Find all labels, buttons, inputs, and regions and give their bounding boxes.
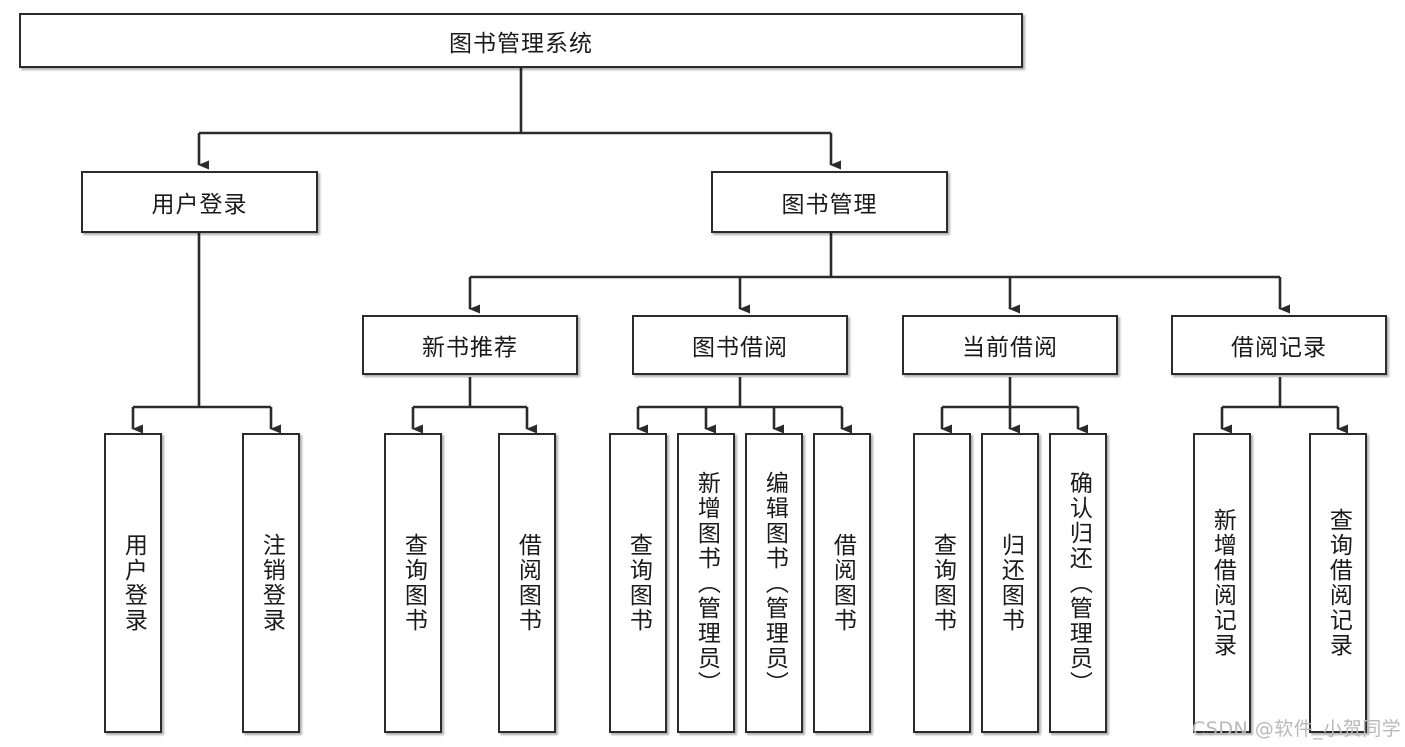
node-user-login-label: 用户登录 [151, 192, 248, 218]
leaf-current-borrow-confirm-return[interactable]: 确认归还（管理员） [1049, 433, 1107, 733]
leaf-current-borrow-return[interactable]: 归还图书 [981, 433, 1039, 733]
leaf-label: 新增借阅记录 [1209, 508, 1236, 658]
node-book-management[interactable]: 图书管理 [711, 171, 948, 233]
leaf-label: 编辑图书（管理员） [761, 470, 788, 696]
leaf-new-book-query[interactable]: 查询图书 [384, 433, 442, 733]
node-root-label: 图书管理系统 [449, 30, 593, 57]
leaf-book-borrow-borrow[interactable]: 借阅图书 [813, 433, 871, 733]
leaf-label: 新增图书（管理员） [693, 470, 720, 696]
leaf-borrow-record-add[interactable]: 新增借阅记录 [1193, 433, 1251, 733]
leaf-label: 查询图书 [625, 533, 652, 633]
leaf-current-borrow-query[interactable]: 查询图书 [913, 433, 971, 733]
leaf-book-borrow-query[interactable]: 查询图书 [609, 433, 667, 733]
leaf-label: 查询图书 [400, 533, 427, 633]
node-book-borrow[interactable]: 图书借阅 [632, 315, 848, 375]
leaf-label: 借阅图书 [829, 533, 856, 633]
node-root[interactable]: 图书管理系统 [19, 13, 1023, 68]
leaf-label: 归还图书 [997, 533, 1024, 633]
node-new-book-recommend[interactable]: 新书推荐 [362, 315, 578, 375]
leaf-label: 确认归还（管理员） [1065, 470, 1092, 696]
leaf-user-login-logout[interactable]: 注销登录 [242, 433, 300, 733]
node-new-book-recommend-label: 新书推荐 [422, 335, 518, 361]
leaf-label: 借阅图书 [514, 533, 541, 633]
node-book-borrow-label: 图书借阅 [692, 335, 788, 361]
leaf-borrow-record-query[interactable]: 查询借阅记录 [1309, 433, 1367, 733]
leaf-user-login-login[interactable]: 用户登录 [104, 433, 162, 733]
node-user-login[interactable]: 用户登录 [81, 171, 318, 233]
leaf-label: 查询图书 [929, 533, 956, 633]
leaf-label: 用户登录 [120, 533, 147, 633]
leaf-new-book-borrow[interactable]: 借阅图书 [498, 433, 556, 733]
node-current-borrow-label: 当前借阅 [962, 335, 1058, 361]
leaf-label: 查询借阅记录 [1325, 508, 1352, 658]
leaf-label: 注销登录 [258, 533, 285, 633]
leaf-book-borrow-edit[interactable]: 编辑图书（管理员） [745, 433, 803, 733]
node-borrow-record-label: 借阅记录 [1231, 335, 1327, 361]
node-book-management-label: 图书管理 [781, 192, 878, 218]
node-current-borrow[interactable]: 当前借阅 [902, 315, 1118, 375]
leaf-book-borrow-add[interactable]: 新增图书（管理员） [677, 433, 735, 733]
watermark: CSDN @软件_小贺同学 [1192, 718, 1402, 740]
node-borrow-record[interactable]: 借阅记录 [1171, 315, 1387, 375]
